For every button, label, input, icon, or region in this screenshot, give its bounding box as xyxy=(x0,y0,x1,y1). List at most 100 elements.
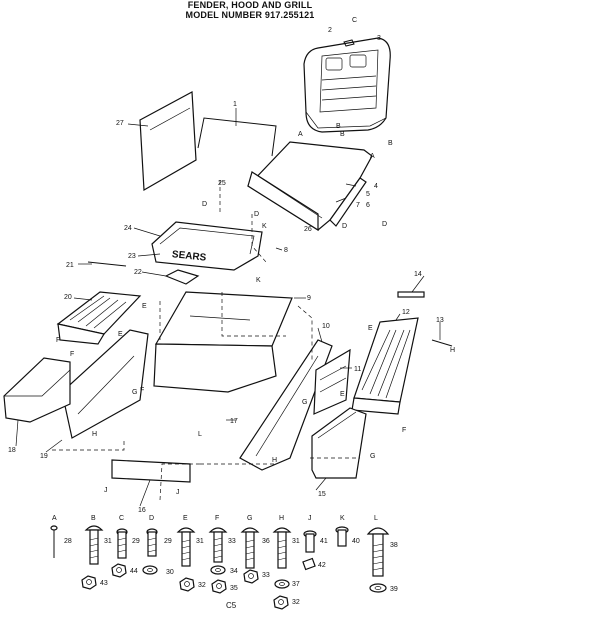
hardware-letter-b: B xyxy=(91,515,96,522)
callout-g-fender: G xyxy=(370,453,375,460)
part-label-33-g: 33 xyxy=(262,572,270,579)
part-label-29-c: 29 xyxy=(132,538,140,545)
left-panel-part xyxy=(61,329,149,439)
hardware-letter-h: H xyxy=(279,515,284,522)
part-label-9: 9 xyxy=(307,295,311,302)
part-label-25: 25 xyxy=(218,180,226,187)
part-label-14: 14 xyxy=(414,271,422,278)
part-label-17: 17 xyxy=(230,418,238,425)
callout-g-right: G xyxy=(302,399,307,406)
callout-f-panel: F xyxy=(140,387,144,394)
callout-h-bolt13: H xyxy=(450,347,455,354)
assembly-guides xyxy=(52,180,360,501)
hardware-letter-keys: A B C D E F G H J K L xyxy=(52,515,378,522)
hardware-bolts xyxy=(50,525,390,577)
callout-d-right-1: D xyxy=(342,223,347,230)
part-label-5: 5 xyxy=(366,191,370,198)
callout-g-panel: G xyxy=(132,389,137,396)
hardware-nuts xyxy=(81,563,387,610)
main-frame-part xyxy=(153,291,293,393)
part-label-41: 41 xyxy=(320,538,328,545)
part-label-38: 38 xyxy=(390,542,398,549)
part-label-33-f: 33 xyxy=(228,538,236,545)
part-label-32-e: 32 xyxy=(198,582,206,589)
part-label-40: 40 xyxy=(352,538,360,545)
left-step-part xyxy=(56,291,142,345)
right-fender-part xyxy=(311,407,367,479)
part-label-1: 1 xyxy=(233,101,237,108)
title-line-1: FENDER, HOOD AND GRILL xyxy=(187,0,313,10)
callout-a-hood: A xyxy=(298,131,303,138)
part-label-43: 43 xyxy=(100,580,108,587)
part-label-30: 30 xyxy=(166,569,174,576)
right-step-part xyxy=(351,317,419,415)
part-label-23: 23 xyxy=(128,253,136,260)
hardware-letter-d: D xyxy=(149,515,154,522)
part-label-8: 8 xyxy=(284,247,288,254)
callout-b-seat-2: B xyxy=(340,131,345,138)
title-line-2: MODEL NUMBER 917.255121 xyxy=(185,10,315,20)
part-label-13: 13 xyxy=(436,317,444,324)
part-label-24: 24 xyxy=(124,225,132,232)
part-label-42: 42 xyxy=(318,562,326,569)
callout-e-panel: E xyxy=(118,331,123,338)
part-label-7: 7 xyxy=(356,202,360,209)
callout-d-right-2: D xyxy=(382,221,387,228)
part-label-34: 34 xyxy=(230,568,238,575)
callout-l-frame: L xyxy=(198,431,202,438)
callout-e-step-right-2: E xyxy=(340,391,345,398)
part-label-15: 15 xyxy=(318,491,326,498)
part-label-21: 21 xyxy=(66,262,74,269)
hardware-letter-g: G xyxy=(247,515,252,522)
callout-j-bar-right: J xyxy=(176,489,180,496)
plate-part xyxy=(164,269,200,285)
part-label-35: 35 xyxy=(230,585,238,592)
part-label-39: 39 xyxy=(390,586,398,593)
hardware-letter-j: J xyxy=(308,515,312,522)
rod-part xyxy=(87,261,127,267)
callout-b-seat-3: B xyxy=(388,140,393,147)
part-label-4: 4 xyxy=(374,183,378,190)
part-label-26: 26 xyxy=(304,226,312,233)
callout-f-right: F xyxy=(402,427,406,434)
left-fender-part xyxy=(3,357,71,423)
callout-letters: A A B B B C D D D D E E E E F F F F G G … xyxy=(56,17,455,496)
diagram-title: FENDER, HOOD AND GRILL MODEL NUMBER 917.… xyxy=(150,0,350,20)
part-label-31-h: 31 xyxy=(292,538,300,545)
part-label-31-b: 31 xyxy=(104,538,112,545)
part-label-19: 19 xyxy=(40,453,48,460)
callout-h-right-panel: H xyxy=(272,457,277,464)
part-label-16: 16 xyxy=(138,507,146,514)
hardware-letter-c: C xyxy=(119,515,124,522)
callout-e-step-right-1: E xyxy=(368,325,373,332)
brand-text: SEARS xyxy=(171,249,207,264)
part-label-2: 2 xyxy=(328,27,332,34)
part-label-32-h: 32 xyxy=(292,599,300,606)
callout-d-left: D xyxy=(202,201,207,208)
part-label-36: 36 xyxy=(262,538,270,545)
callout-c-seat: C xyxy=(352,17,357,24)
part-label-22: 22 xyxy=(134,269,142,276)
part-label-11: 11 xyxy=(354,366,361,373)
part-label-37: 37 xyxy=(292,581,300,588)
hardware-letter-f: F xyxy=(215,515,219,522)
part-label-3: 3 xyxy=(377,35,381,42)
page-code: C5 xyxy=(226,601,237,610)
part-label-27: 27 xyxy=(116,120,124,127)
callout-j-bar-left: J xyxy=(104,487,108,494)
part-label-6: 6 xyxy=(366,202,370,209)
callout-f-left-2: F xyxy=(70,351,74,358)
decal-strip-part xyxy=(139,91,197,192)
handle-part xyxy=(197,117,277,157)
part-label-31-e: 31 xyxy=(196,538,204,545)
seat-part xyxy=(303,37,391,133)
grille-piece-part xyxy=(313,348,351,415)
hardware-letter-e: E xyxy=(183,515,188,522)
callout-a-hood-right: A xyxy=(370,153,375,160)
hood-part xyxy=(247,141,373,232)
right-panel-part xyxy=(239,339,333,471)
hardware-letter-k: K xyxy=(340,515,345,522)
part-number-labels: 1 2 3 4 5 6 7 8 9 10 11 12 13 14 15 16 1… xyxy=(8,27,444,606)
bar-part xyxy=(397,291,425,298)
